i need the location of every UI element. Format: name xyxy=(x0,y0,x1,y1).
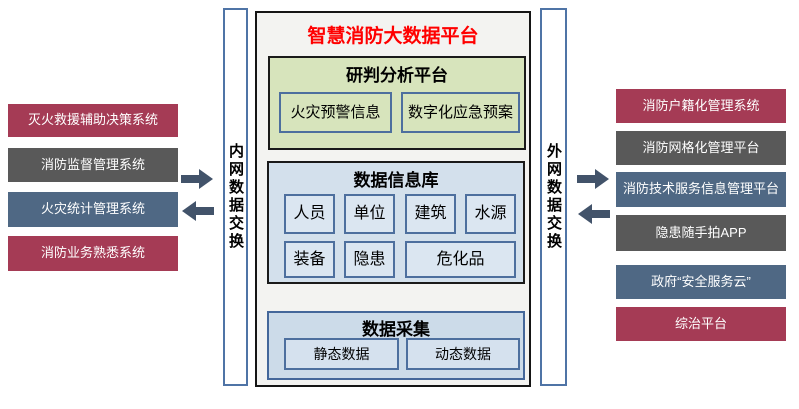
left-system-fire-rescue-decision: 灭火救援辅助决策系统 xyxy=(8,104,178,137)
inner-network-exchange-label: 内网数据交换 xyxy=(227,143,244,251)
left-system-fire-statistics: 火灾统计管理系统 xyxy=(8,192,178,227)
database-item-hazards: 隐患 xyxy=(344,241,395,278)
collection-item-static-data: 静态数据 xyxy=(284,338,399,370)
database-item-buildings: 建筑 xyxy=(405,194,456,234)
analysis-item-emergency-plan: 数字化应急预案 xyxy=(401,92,520,133)
database-item-units: 单位 xyxy=(344,194,395,234)
right-system-comprehensive-platform: 综治平台 xyxy=(616,307,786,341)
arrow-right-icon xyxy=(181,169,213,189)
collection-item-dynamic-data: 动态数据 xyxy=(406,338,520,370)
collection-panel: 数据采集 静态数据 动态数据 xyxy=(267,311,525,380)
right-system-grid-management: 消防网格化管理平台 xyxy=(616,131,786,165)
arrow-left-icon xyxy=(182,201,214,221)
database-panel: 数据信息库 人员 单位 建筑 水源 装备 隐患 危化品 xyxy=(267,161,525,284)
inner-network-exchange-bar: 内网数据交换 xyxy=(223,8,248,386)
database-item-personnel: 人员 xyxy=(284,194,335,234)
right-system-gov-safety-cloud: 政府“安全服务云” xyxy=(616,265,786,299)
database-item-water: 水源 xyxy=(465,194,516,234)
arrow-left-icon xyxy=(578,204,610,224)
left-system-fire-business: 消防业务熟悉系统 xyxy=(8,236,178,271)
left-system-fire-supervision: 消防监督管理系统 xyxy=(8,148,178,182)
collection-panel-title: 数据采集 xyxy=(362,320,430,339)
outer-network-exchange-label: 外网数据交换 xyxy=(545,143,562,251)
analysis-panel-title: 研判分析平台 xyxy=(346,66,448,85)
outer-network-exchange-bar: 外网数据交换 xyxy=(540,8,567,386)
analysis-panel: 研判分析平台 火灾预警信息 数字化应急预案 xyxy=(268,56,526,150)
database-item-dangerous-chemicals: 危化品 xyxy=(405,241,516,278)
right-system-household-management: 消防户籍化管理系统 xyxy=(616,89,786,123)
right-system-hazard-snapshot-app: 隐患随手拍APP xyxy=(616,215,786,251)
arrow-right-icon xyxy=(577,169,609,189)
platform-title: 智慧消防大数据平台 xyxy=(307,26,479,47)
platform-container: 智慧消防大数据平台 研判分析平台 火灾预警信息 数字化应急预案 数据信息库 人员… xyxy=(255,11,531,387)
database-item-equipment: 装备 xyxy=(284,241,335,278)
analysis-item-fire-warning: 火灾预警信息 xyxy=(279,92,392,133)
right-system-tech-service-info: 消防技术服务信息管理平台 xyxy=(616,172,786,207)
database-panel-title: 数据信息库 xyxy=(353,171,439,190)
